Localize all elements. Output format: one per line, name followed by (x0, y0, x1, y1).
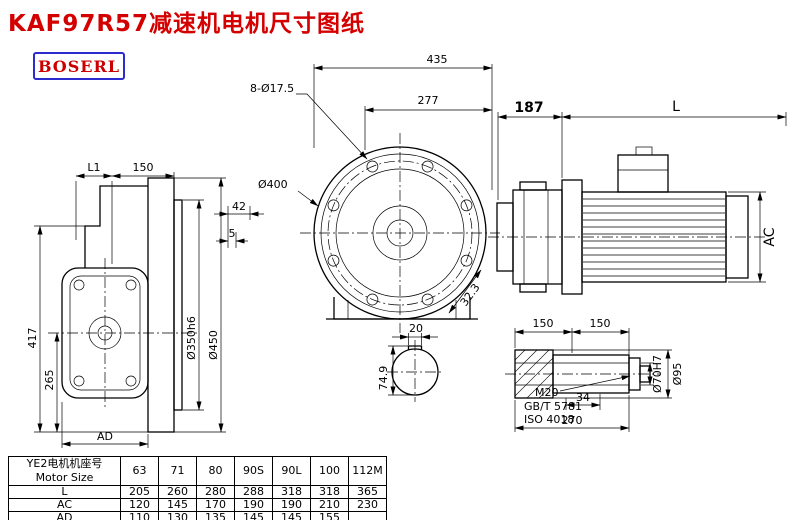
motor-size-table: YE2电机机座号 Motor Size 63 71 80 90S 90L 100… (8, 456, 387, 520)
standard-iso: ISO 4018 (524, 413, 574, 426)
cell-AC-63: 120 (120, 498, 159, 512)
dim-shaft-150a: 150 (533, 317, 554, 330)
keyway-section: 20 74.9 (377, 322, 443, 402)
table-corner-header: YE2电机机座号 Motor Size (8, 456, 121, 486)
row-label-AD: AD (8, 511, 121, 520)
dim-shaft-150b: 150 (590, 317, 611, 330)
motor-side-view: 187 L AC (488, 99, 787, 295)
dim-265: 265 (43, 370, 56, 391)
brand-logo-text: BOSERL (37, 56, 121, 76)
cell-AD-80: 135 (196, 511, 235, 520)
table-header-row: YE2电机机座号 Motor Size 63 71 80 90S 90L 100… (8, 456, 387, 486)
col-header-63: 63 (120, 456, 159, 486)
dim-bolt-holes: 8-Ø17.5 (250, 82, 294, 95)
cell-L-90s: 288 (234, 485, 273, 499)
brand-logo: BOSERL (33, 52, 125, 80)
row-label-L: L (8, 485, 121, 499)
front-view: 435 277 8-Ø17.5 Ø400 32.3 (250, 53, 500, 333)
table-row-AD: AD 110 130 135 145 145 155 (8, 511, 387, 520)
cell-L-90l: 318 (272, 485, 311, 499)
cell-AD-90l: 145 (272, 511, 311, 520)
dim-spigot-dia: Ø350h6 (185, 316, 198, 360)
table-row-AC: AC 120 145 170 190 190 210 230 (8, 498, 387, 512)
cell-AC-112m: 230 (348, 498, 387, 512)
col-header-112m: 112M (348, 456, 387, 486)
dim-motor-length: L (672, 99, 680, 115)
dim-key-width: 20 (409, 322, 423, 335)
cell-AC-80: 170 (196, 498, 235, 512)
dim-277: 277 (418, 94, 439, 107)
dim-key-depth: 74.9 (377, 366, 390, 391)
dim-l1: L1 (87, 161, 100, 174)
col-header-80: 80 (196, 456, 235, 486)
dim-435: 435 (427, 53, 448, 66)
cell-AD-112m (348, 511, 387, 520)
dim-417: 417 (26, 328, 39, 349)
technical-drawing: L1 150 42 5 417 265 AD (26, 53, 787, 448)
dim-187: 187 (514, 100, 543, 116)
dim-motor-dia: AC (762, 227, 778, 246)
motor-size-label-cn: YE2电机机座号 (26, 457, 103, 470)
dim-42: 42 (232, 200, 246, 213)
cell-L-112m: 365 (348, 485, 387, 499)
dim-bore: Ø70H7 (651, 355, 664, 393)
motor-size-label-en: Motor Size (35, 471, 94, 484)
row-label-AC: AC (8, 498, 121, 512)
dim-270: 270 (562, 414, 583, 427)
page-title: KAF97R57减速机电机尺寸图纸 (8, 11, 366, 37)
dim-chamfer: 32.3 (458, 281, 483, 308)
cell-AC-100: 210 (310, 498, 349, 512)
dim-ad: AD (97, 430, 113, 443)
cell-L-71: 260 (158, 485, 197, 499)
dim-150: 150 (133, 161, 154, 174)
dim-flange-od: Ø450 (207, 330, 220, 360)
col-header-90s: 90S (234, 456, 273, 486)
dim-face-dia: Ø400 (258, 178, 288, 191)
cell-AC-71: 145 (158, 498, 197, 512)
output-shaft-detail: 150 150 M20 GB/T 5781 ISO 4018 34 270 (505, 317, 684, 432)
dim-5: 5 (229, 227, 236, 240)
col-header-100: 100 (310, 456, 349, 486)
standard-gbt: GB/T 5781 (524, 400, 582, 413)
cell-L-80: 280 (196, 485, 235, 499)
col-header-90l: 90L (272, 456, 311, 486)
cell-L-100: 318 (310, 485, 349, 499)
dim-thread: M20 (535, 386, 559, 399)
dim-34: 34 (576, 391, 590, 404)
cell-AD-100: 155 (310, 511, 349, 520)
col-header-71: 71 (158, 456, 197, 486)
dim-od: Ø95 (671, 363, 684, 386)
cell-AC-90s: 190 (234, 498, 273, 512)
cell-AD-71: 130 (158, 511, 197, 520)
cell-L-63: 205 (120, 485, 159, 499)
cell-AC-90l: 190 (272, 498, 311, 512)
cell-AD-90s: 145 (234, 511, 273, 520)
cell-AD-63: 110 (120, 511, 159, 520)
left-side-view: L1 150 42 5 417 265 AD (26, 161, 264, 448)
table-row-L: L 205 260 280 288 318 318 365 (8, 485, 387, 499)
